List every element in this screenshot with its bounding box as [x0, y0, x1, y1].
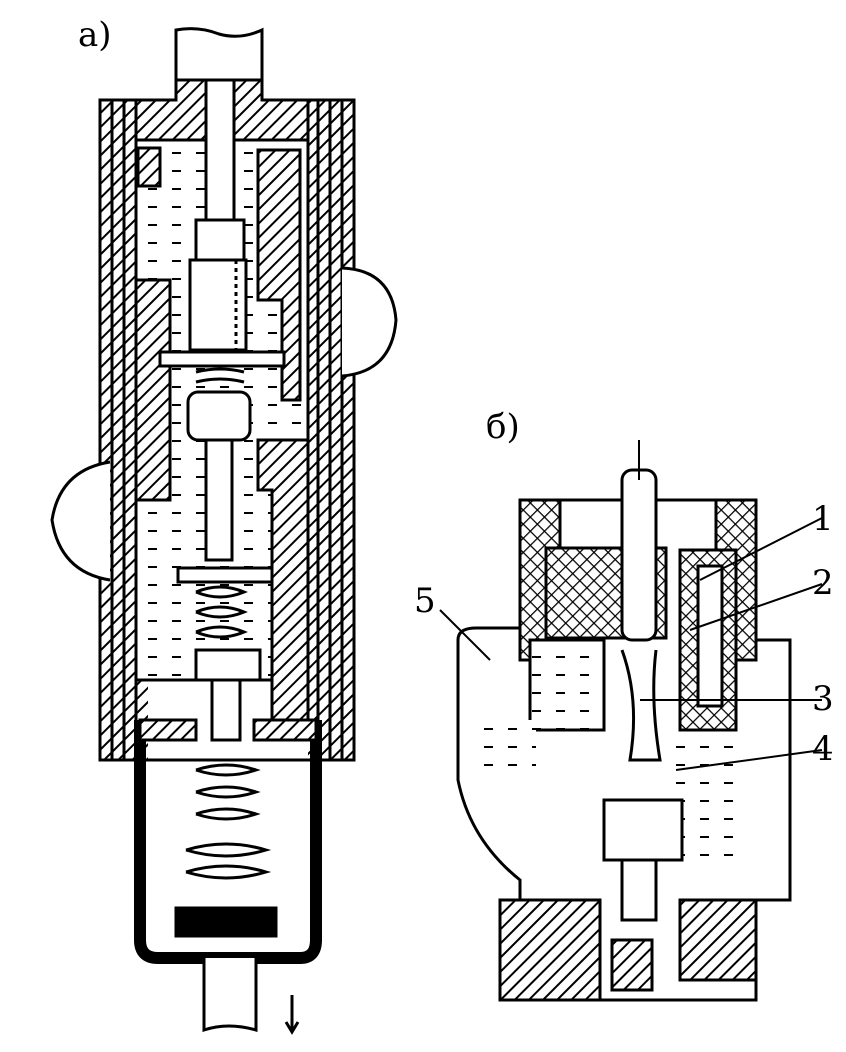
callout-5: 5	[414, 581, 436, 621]
injector-b: б)	[439, 407, 823, 1002]
part-a-label: а)	[78, 15, 112, 55]
callout-4: 4	[812, 729, 834, 769]
callout-2: 2	[812, 563, 834, 603]
callout-3: 3	[812, 679, 834, 719]
injector-a: а)	[50, 15, 398, 1035]
callout-1: 1	[812, 499, 834, 539]
part-b-label: б)	[486, 407, 520, 447]
